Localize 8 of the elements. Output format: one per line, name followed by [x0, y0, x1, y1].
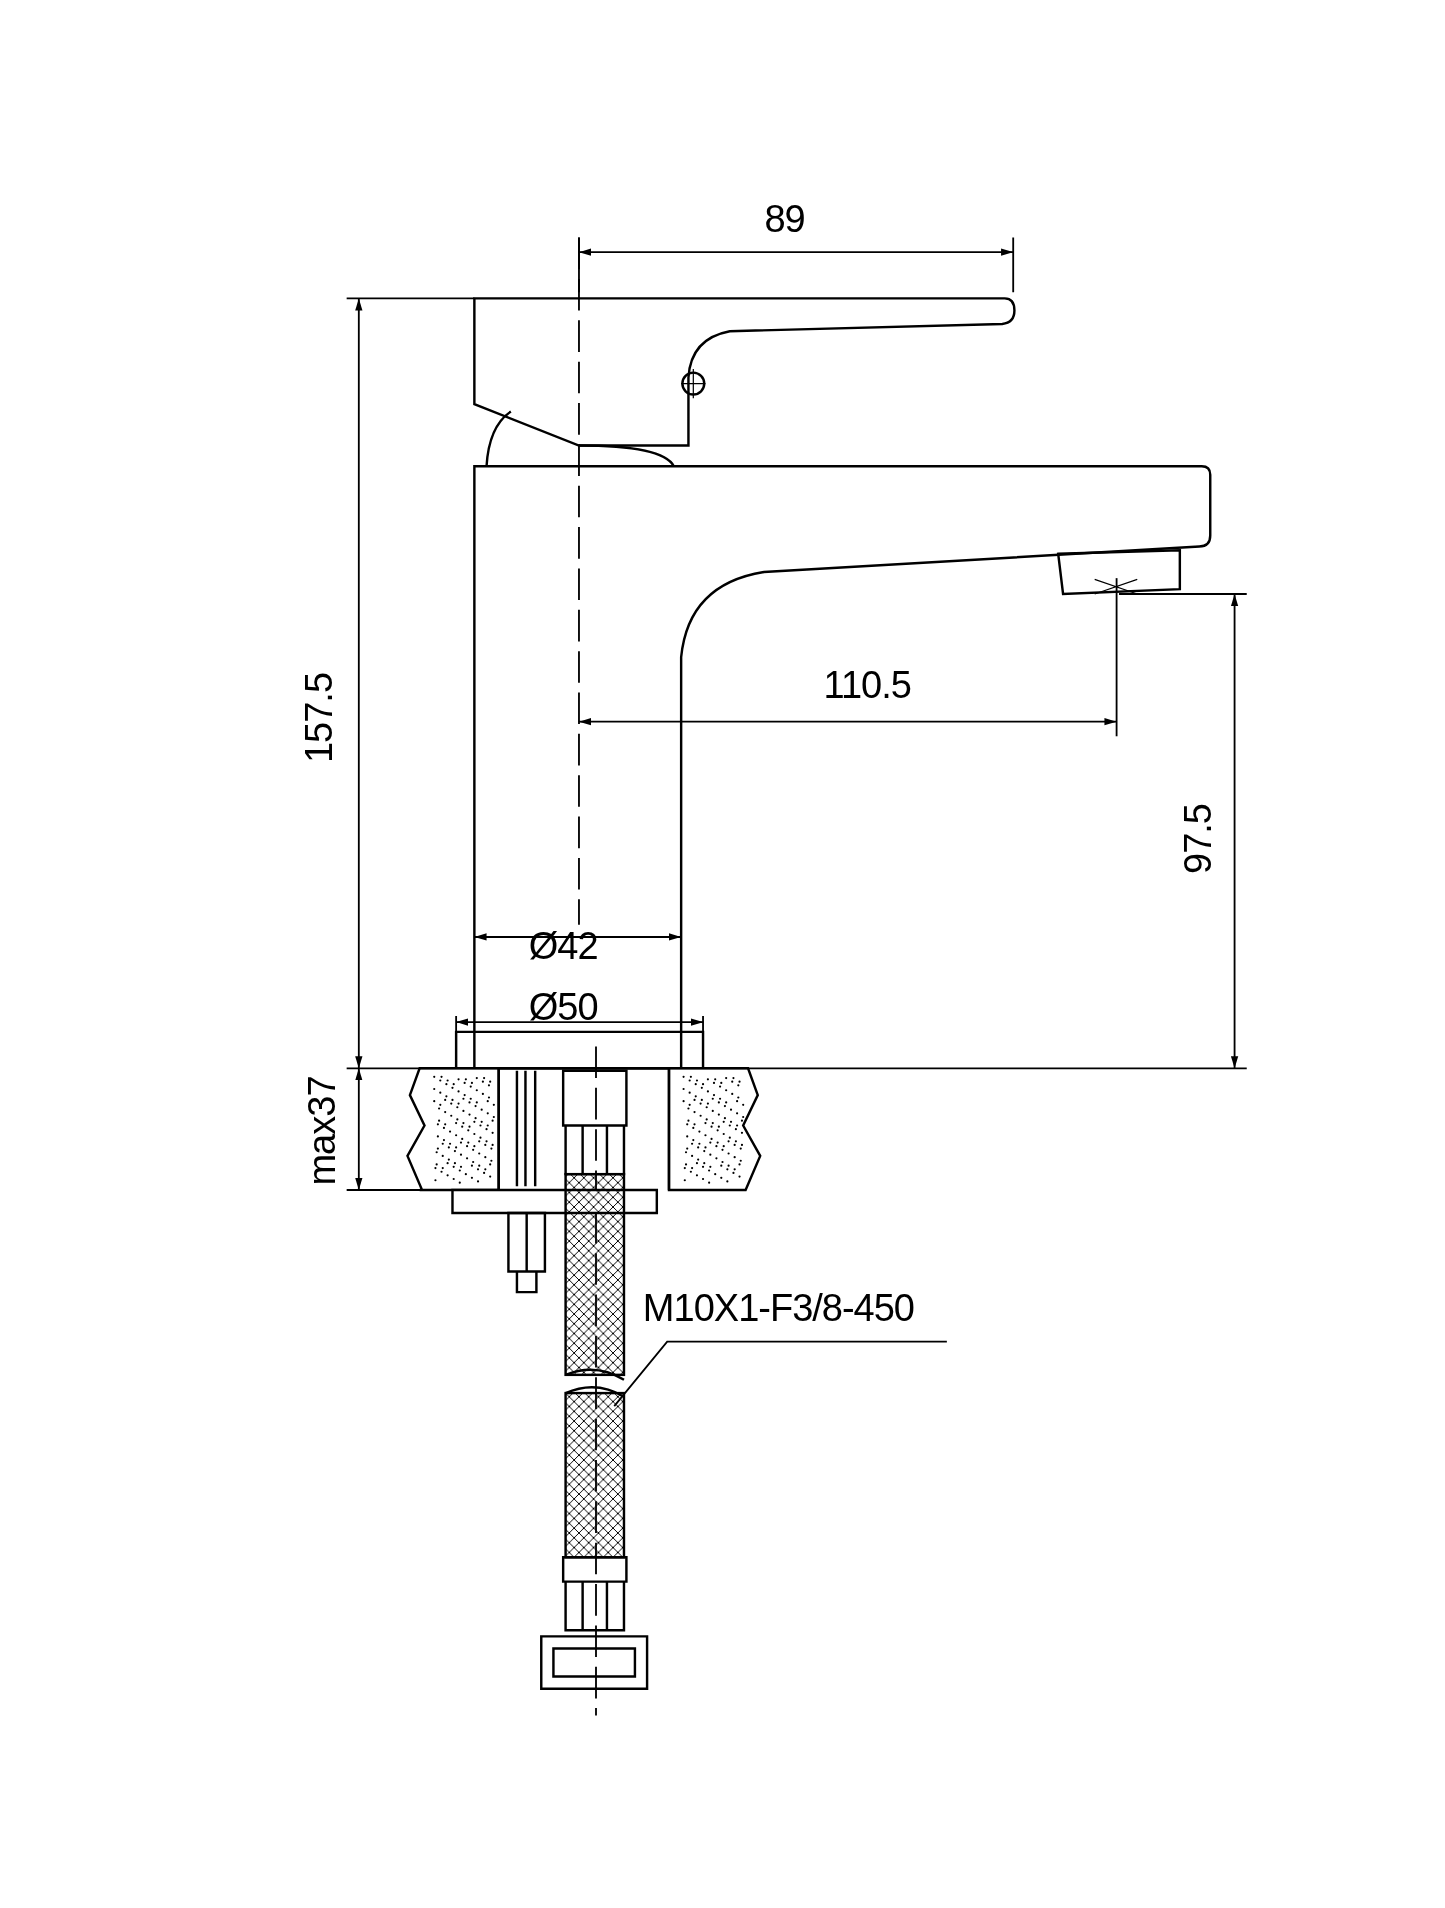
- dimension-label: 89: [764, 197, 805, 241]
- dimension-label: 97.5: [1176, 804, 1220, 875]
- dimension-label: 157.5: [297, 672, 341, 763]
- dimension-label: 110.5: [823, 663, 911, 707]
- dimension-label: Ø50: [528, 985, 598, 1029]
- leader-line: [613, 1340, 948, 1407]
- part-label: M10X1-F3/8-450: [642, 1286, 914, 1330]
- dimension-label: max37: [300, 1076, 344, 1186]
